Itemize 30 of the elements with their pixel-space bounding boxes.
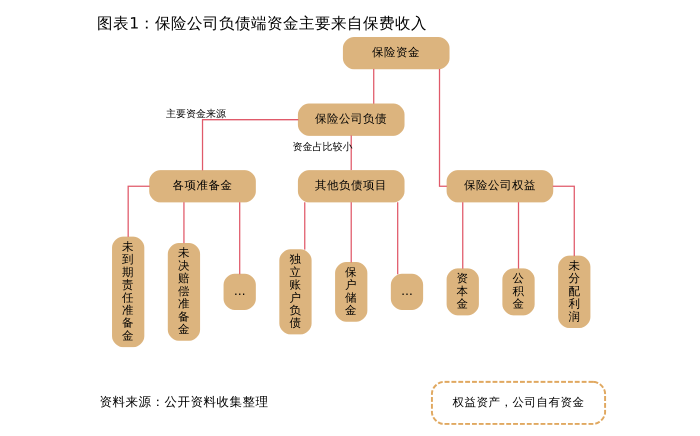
caption: 资料来源：公开资料收集整理 bbox=[99, 394, 268, 410]
connector bbox=[128, 186, 150, 237]
connector bbox=[183, 202, 185, 244]
node-box: 保户储金 bbox=[335, 262, 368, 322]
node-box: 各项准备金 bbox=[149, 170, 256, 202]
node-box: 保险资金 bbox=[342, 37, 450, 70]
connector bbox=[239, 202, 240, 274]
node-box: 独立账户负债 bbox=[279, 249, 312, 334]
node-box: 其他负债项目 bbox=[298, 170, 405, 202]
node-box: 保险公司权益 bbox=[446, 170, 554, 202]
connector bbox=[350, 202, 352, 262]
connector bbox=[462, 202, 464, 269]
connector bbox=[438, 68, 447, 187]
node-box: 资本金 bbox=[446, 268, 479, 316]
diagram-title: 图表1：保险公司负债端资金主要来自保费收入 bbox=[97, 14, 428, 33]
connector bbox=[373, 68, 374, 104]
node-box: 未决赔偿准备金 bbox=[168, 242, 200, 341]
connector bbox=[518, 202, 520, 269]
connector bbox=[397, 202, 398, 274]
connector bbox=[552, 186, 575, 256]
connector bbox=[304, 202, 306, 250]
node-box: … bbox=[224, 274, 256, 310]
node-box: 公积金 bbox=[502, 268, 535, 316]
node-box: 权益资产，公司自有资金 bbox=[430, 380, 606, 425]
node-box: 保险公司负债 bbox=[298, 104, 405, 136]
edge-label: 主要资金来源 bbox=[166, 108, 226, 120]
node-box: 未分配利润 bbox=[558, 256, 590, 328]
node-box: … bbox=[390, 274, 424, 310]
connector bbox=[202, 119, 298, 170]
node-box: 未到期责任准备金 bbox=[112, 236, 144, 348]
